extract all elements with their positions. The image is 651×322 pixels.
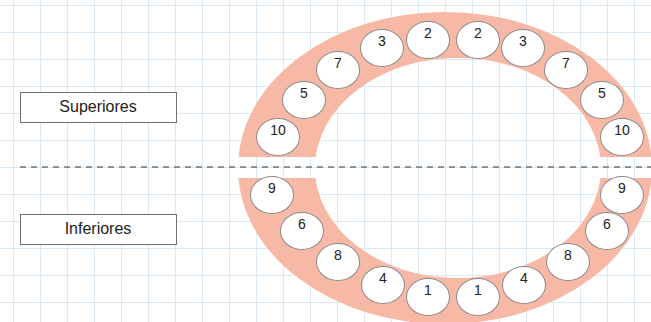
tooth-circle: 1 <box>456 278 500 316</box>
tooth-number: 8 <box>564 247 572 263</box>
tooth-number: 6 <box>603 216 611 232</box>
tooth-number: 4 <box>520 270 528 286</box>
tooth-circle: 10 <box>256 118 300 156</box>
tooth-number: 7 <box>562 55 570 71</box>
tooth-number: 10 <box>270 122 286 138</box>
tooth-number: 3 <box>378 33 386 49</box>
tooth-circle: 6 <box>585 212 629 250</box>
tooth-circle: 10 <box>600 118 644 156</box>
tooth-circle: 5 <box>580 81 624 119</box>
jaw-label: Superiores <box>59 98 136 116</box>
tooth-circle: 4 <box>361 266 405 304</box>
tooth-number: 5 <box>300 85 308 101</box>
tooth-number: 1 <box>424 282 432 298</box>
tooth-number: 3 <box>519 33 527 49</box>
tooth-number: 2 <box>424 25 432 41</box>
tooth-circle: 8 <box>316 243 360 281</box>
tooth-number: 8 <box>334 247 342 263</box>
tooth-number: 4 <box>379 270 387 286</box>
tooth-circle: 9 <box>250 176 294 214</box>
midline <box>20 166 651 167</box>
tooth-number: 2 <box>474 25 482 41</box>
tooth-circle: 2 <box>456 21 500 59</box>
tooth-circle: 1 <box>406 278 450 316</box>
jaw-label-box: Inferiores <box>20 214 177 245</box>
jaw-label-box: Superiores <box>20 92 177 123</box>
tooth-circle: 3 <box>360 29 404 67</box>
tooth-circle: 7 <box>316 51 360 89</box>
tooth-number: 6 <box>298 216 306 232</box>
tooth-number: 10 <box>614 122 630 138</box>
lower-gum <box>238 178 651 322</box>
tooth-circle: 8 <box>546 243 590 281</box>
tooth-circle: 3 <box>501 29 545 67</box>
upper-gum <box>238 12 651 157</box>
tooth-number: 7 <box>334 55 342 71</box>
tooth-number: 9 <box>268 180 276 196</box>
tooth-circle: 7 <box>544 51 588 89</box>
tooth-circle: 2 <box>406 21 450 59</box>
tooth-circle: 4 <box>502 266 546 304</box>
jaw-label: Inferiores <box>65 220 132 238</box>
tooth-number: 1 <box>474 282 482 298</box>
tooth-number: 5 <box>598 85 606 101</box>
tooth-number: 9 <box>618 180 626 196</box>
tooth-circle: 6 <box>280 212 324 250</box>
tooth-circle: 9 <box>600 176 644 214</box>
tooth-circle: 5 <box>282 81 326 119</box>
